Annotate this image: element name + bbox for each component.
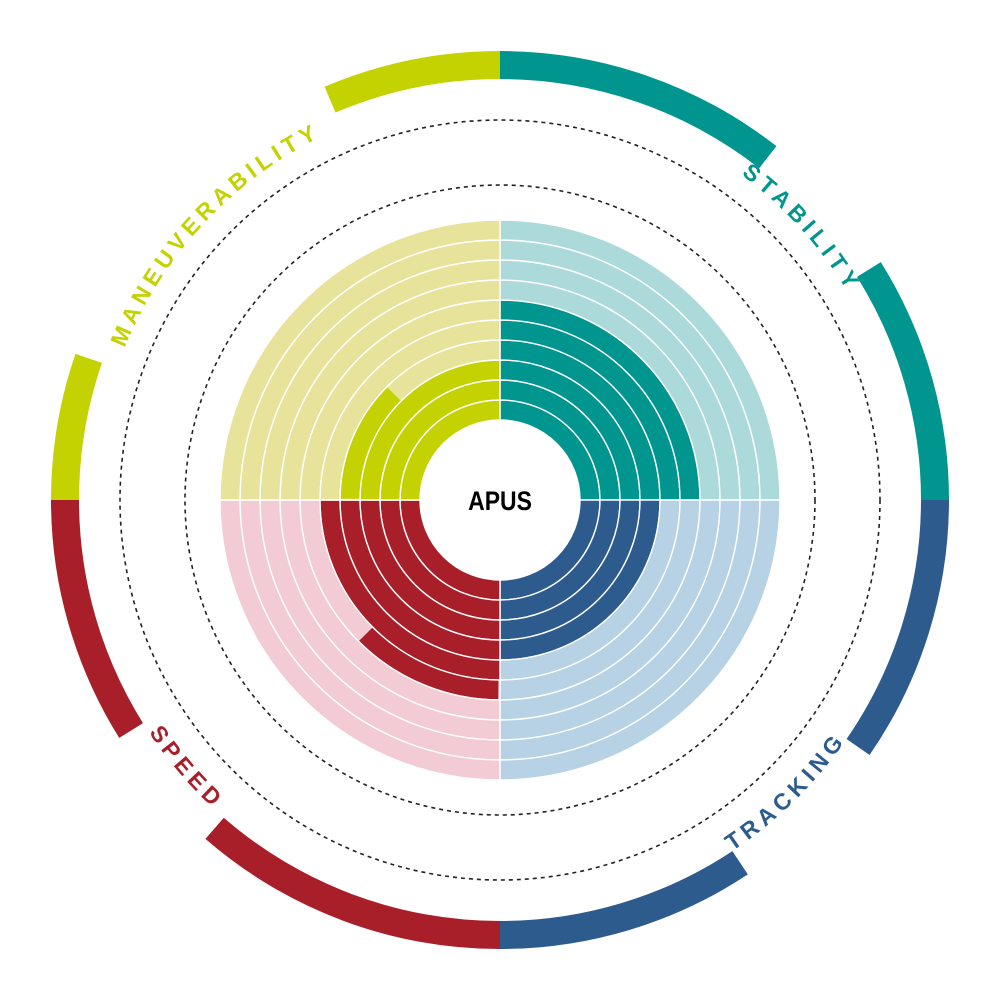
center-title: APUS [468,486,532,516]
inner-dashed-circle [184,184,816,816]
arc-stability-1 [500,51,777,169]
arc-maneuverability-2 [324,51,500,113]
arc-stability-2 [857,262,949,500]
arc-tracking-2 [500,851,748,949]
ring-maneuverability-10 [219,219,501,501]
ring-speed-6-partial [359,627,499,700]
ring-segments [219,219,781,781]
label-tracking: TRACKING [720,727,851,856]
label-speed-text: SPEED [145,720,225,814]
ring-maneuverability-4-partial [340,387,401,499]
label-stability-text: STABILITY [738,158,862,297]
label-tracking-text: TRACKING [720,727,846,856]
arc-tracking-1 [846,500,949,755]
label-stability: STABILITY [738,158,867,297]
arc-speed-1 [205,817,500,949]
arc-speed-2 [51,500,143,738]
label-speed: SPEED [145,720,230,814]
category-arcs [51,51,949,949]
outer-dashed-circle [119,119,881,881]
arc-maneuverability-1 [51,353,102,500]
